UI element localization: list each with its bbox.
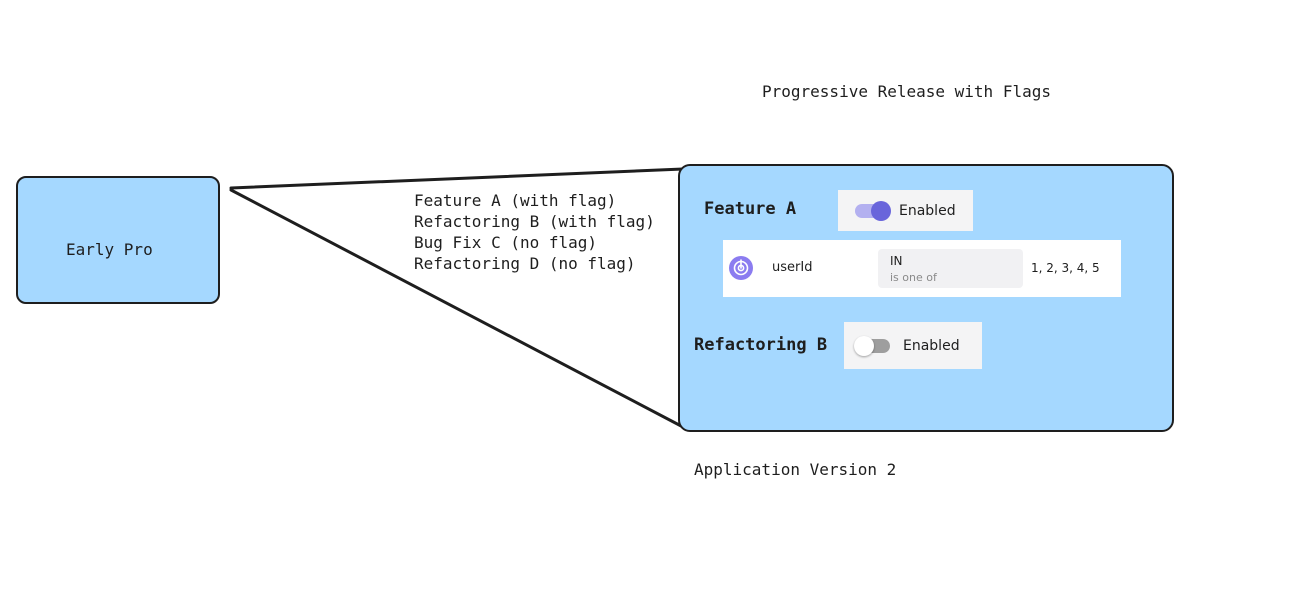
refactoring-b-toggle-card: Enabled (844, 322, 982, 369)
change-list: Feature A (with flag) Refactoring B (wit… (414, 190, 655, 274)
flag-name-feature-a: Feature A (704, 199, 797, 219)
rule-values: 1, 2, 3, 4, 5 (1031, 261, 1100, 275)
change-item: Refactoring B (with flag) (414, 212, 655, 231)
targeting-rule-row: userId IN is one of 1, 2, 3, 4, 5 (723, 240, 1121, 297)
change-item: Bug Fix C (no flag) (414, 233, 598, 252)
rule-operator-description: is one of (890, 271, 937, 284)
early-pro-box (16, 176, 220, 304)
refactoring-b-toggle-switch[interactable] (854, 335, 890, 356)
target-icon (729, 256, 753, 280)
toggle-knob (854, 335, 874, 356)
toggle-knob (871, 200, 891, 221)
refactoring-b-toggle-label: Enabled (903, 337, 960, 354)
connector-line-top (229, 167, 685, 190)
diagram-title: Progressive Release with Flags (762, 82, 1051, 101)
rule-operator-select[interactable]: IN is one of (878, 249, 1023, 288)
application-version-box (678, 164, 1174, 432)
rule-operator-code: IN (890, 254, 903, 268)
change-item: Refactoring D (no flag) (414, 254, 636, 273)
application-version-label: Application Version 2 (694, 460, 897, 479)
feature-a-toggle-label: Enabled (899, 202, 956, 219)
feature-a-toggle-switch[interactable] (855, 200, 891, 221)
feature-a-toggle-card: Enabled (838, 190, 973, 231)
change-item: Feature A (with flag) (414, 191, 617, 210)
flag-name-refactoring-b: Refactoring B (694, 335, 828, 355)
early-pro-label: Early Pro (66, 240, 153, 259)
rule-attribute: userId (772, 260, 813, 275)
